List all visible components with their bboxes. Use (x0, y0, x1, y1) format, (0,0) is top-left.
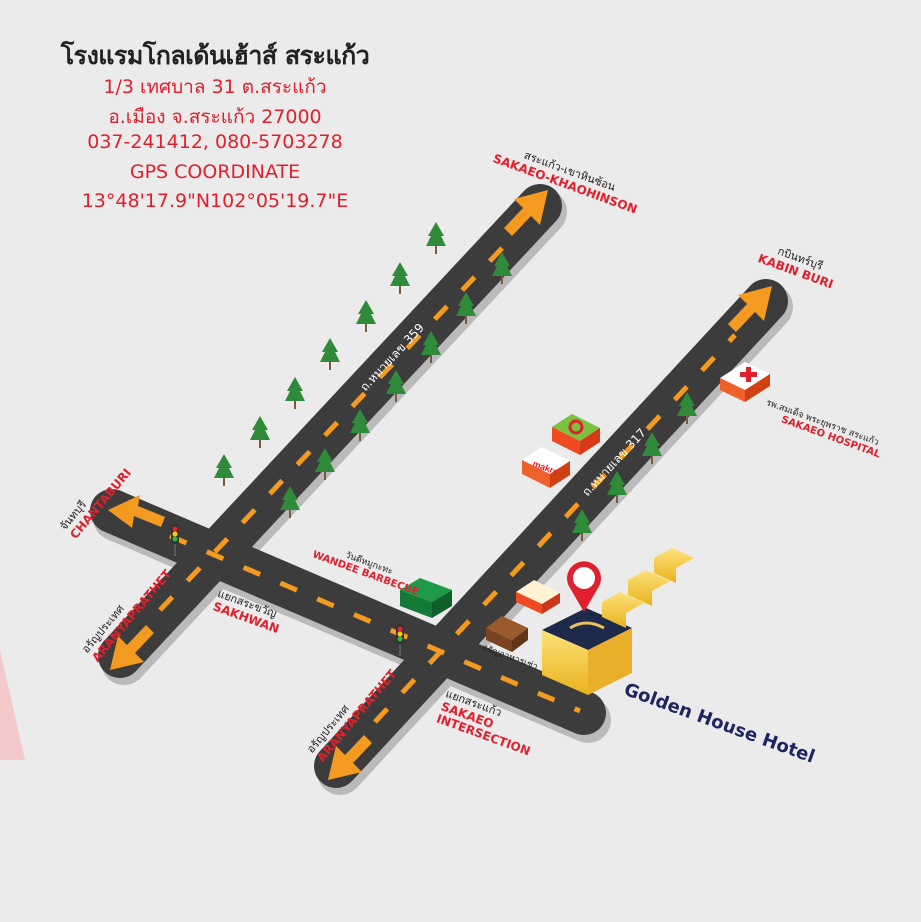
hotel-name-th: โรงแรมโกลเด้นเฮ้าส์ สระแก้ว (60, 41, 370, 70)
traffic-light-icon (396, 624, 404, 656)
phone-numbers: 037-241412, 080-5703278 (87, 131, 343, 153)
wandee-building (400, 578, 452, 618)
gold-blocks (602, 548, 694, 628)
arrow-down-left (110, 625, 154, 670)
arrow-up-359 (504, 190, 548, 236)
arrow-down-right (328, 735, 372, 780)
address-line2: อ.เมือง จ.สระแก้ว 27000 (108, 106, 322, 128)
makro-icon: makro (522, 447, 570, 488)
arrow-left-cross (108, 495, 165, 528)
location-pin-icon (567, 561, 601, 612)
arrow-up-317 (728, 286, 772, 332)
gps-value: 13°48'17.9"N102°05'19.7"E (81, 190, 349, 212)
brown-building (486, 616, 528, 652)
traffic-light-icon (171, 524, 179, 556)
decorative-shape (0, 650, 25, 760)
gps-label: GPS COORDINATE (129, 161, 301, 183)
hospital-icon (720, 362, 770, 402)
store-icon (552, 414, 600, 455)
restaurant-icon (516, 580, 560, 614)
address-line1: 1/3 เทศบาล 31 ต.สระแก้ว (103, 76, 327, 98)
